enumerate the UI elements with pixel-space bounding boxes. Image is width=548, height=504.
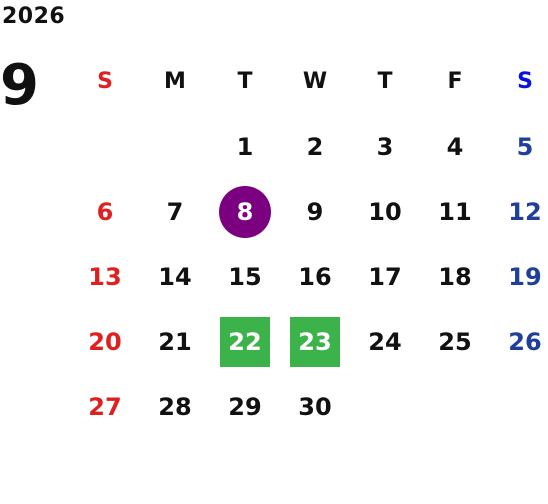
day-cell[interactable]: 14 — [140, 244, 210, 309]
day-number: 25 — [438, 327, 472, 356]
day-number: 15 — [228, 262, 262, 291]
day-cell[interactable]: 17 — [350, 244, 420, 309]
day-number: 26 — [508, 327, 542, 356]
day-number: 8 — [236, 197, 254, 226]
day-number: 21 — [158, 327, 192, 356]
day-cell[interactable]: 28 — [140, 374, 210, 439]
day-number: 29 — [228, 392, 262, 421]
day-cell[interactable]: 13 — [70, 244, 140, 309]
day-number: 2 — [306, 132, 324, 161]
day-cell[interactable]: 6 — [70, 179, 140, 244]
day-cell-holiday[interactable]: 22 — [210, 309, 280, 374]
day-cell-holiday[interactable]: 23 — [280, 309, 350, 374]
day-number: 16 — [298, 262, 332, 291]
year-label: 2026 — [2, 4, 66, 29]
weekday-header-mon: M — [164, 68, 186, 94]
day-cell[interactable]: 4 — [420, 114, 490, 179]
day-cell[interactable]: 24 — [350, 309, 420, 374]
day-number: 18 — [438, 262, 472, 291]
day-number: 30 — [298, 392, 332, 421]
day-cell[interactable]: 21 — [140, 309, 210, 374]
weekday-header-fri: F — [447, 68, 463, 94]
day-number: 3 — [376, 132, 394, 161]
day-cell[interactable]: 29 — [210, 374, 280, 439]
day-cell[interactable]: 25 — [420, 309, 490, 374]
day-number: 10 — [368, 197, 402, 226]
day-number: 6 — [96, 197, 114, 226]
day-cell[interactable]: 19 — [490, 244, 548, 309]
day-cell[interactable]: 16 — [280, 244, 350, 309]
day-number: 24 — [368, 327, 402, 356]
month-number: 9 — [0, 53, 39, 118]
weekday-header-wed: W — [302, 68, 328, 94]
day-cell[interactable]: 20 — [70, 309, 140, 374]
day-number: 20 — [88, 327, 122, 356]
day-cell — [350, 374, 420, 439]
day-number: 23 — [298, 327, 332, 356]
day-cell[interactable]: 12 — [490, 179, 548, 244]
day-number: 11 — [438, 197, 472, 226]
day-cell — [490, 374, 548, 439]
day-cell[interactable]: 2 — [280, 114, 350, 179]
day-number: 19 — [508, 262, 542, 291]
day-cell[interactable]: 30 — [280, 374, 350, 439]
weekday-header-sat: S — [517, 68, 533, 94]
weekday-header-sun: S — [97, 68, 113, 94]
day-number: 28 — [158, 392, 192, 421]
day-cell[interactable]: 5 — [490, 114, 548, 179]
day-cell[interactable]: 18 — [420, 244, 490, 309]
day-cell[interactable]: 9 — [280, 179, 350, 244]
day-cell[interactable]: 27 — [70, 374, 140, 439]
weekday-header-tue: T — [237, 68, 253, 94]
day-number: 14 — [158, 262, 192, 291]
day-number: 4 — [446, 132, 464, 161]
day-number: 9 — [306, 197, 324, 226]
weekday-header-thu: T — [377, 68, 393, 94]
day-cell[interactable]: 3 — [350, 114, 420, 179]
day-cell[interactable]: 10 — [350, 179, 420, 244]
day-number: 12 — [508, 197, 542, 226]
day-cell[interactable]: 26 — [490, 309, 548, 374]
day-number: 5 — [516, 132, 534, 161]
day-cell — [70, 114, 140, 179]
day-number: 13 — [88, 262, 122, 291]
day-cell[interactable]: 1 — [210, 114, 280, 179]
day-cell[interactable]: 7 — [140, 179, 210, 244]
day-cell[interactable]: 15 — [210, 244, 280, 309]
day-cell — [420, 374, 490, 439]
day-number: 7 — [166, 197, 184, 226]
day-cell-today[interactable]: 8 — [210, 179, 280, 244]
day-cell[interactable]: 11 — [420, 179, 490, 244]
day-number: 17 — [368, 262, 402, 291]
day-number: 1 — [236, 132, 254, 161]
day-number: 22 — [228, 327, 262, 356]
day-number: 27 — [88, 392, 122, 421]
calendar-grid: S M T W T F S 1 2 3 4 5 6 7 8 9 10 11 12… — [70, 48, 548, 504]
day-cell — [140, 114, 210, 179]
